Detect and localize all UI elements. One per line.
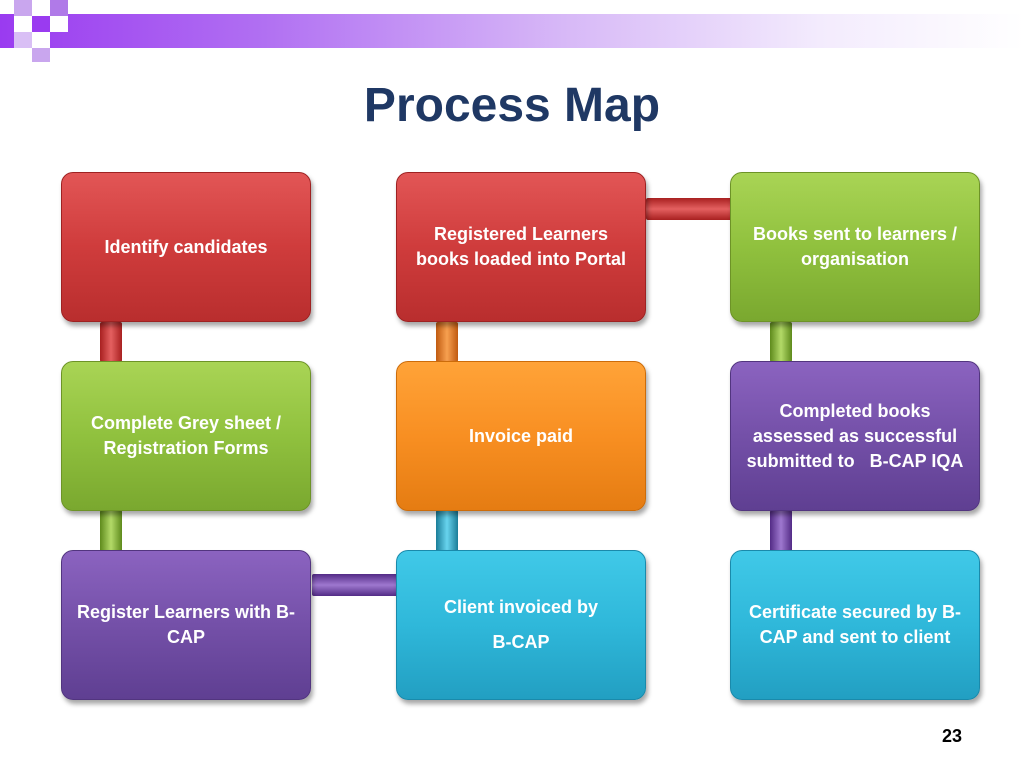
step-client-invoiced: Client invoiced by B-CAP — [396, 550, 646, 700]
step-label: Register Learners with B-CAP — [76, 602, 296, 647]
decor-square — [32, 32, 50, 48]
decor-square — [32, 48, 50, 62]
step-label: Completed books assessed as successful s… — [746, 400, 964, 471]
connector — [436, 322, 458, 362]
step-label: Client invoiced by — [443, 597, 599, 617]
header-band — [0, 14, 1024, 48]
step-certificate-secured: Certificate secured by B-CAP and sent to… — [730, 550, 980, 700]
connector — [312, 574, 398, 596]
step-label: Invoice paid — [468, 425, 574, 446]
step-identify-candidates: Identify candidates — [61, 172, 311, 322]
decor-square — [14, 0, 32, 16]
step-label: B-CAP — [492, 632, 550, 652]
decor-square — [14, 16, 32, 32]
decor-square — [32, 0, 50, 16]
step-label: Certificate secured by B-CAP and sent to… — [748, 602, 962, 647]
decor-square — [50, 0, 68, 16]
step-register-learners: Register Learners with B-CAP — [61, 550, 311, 700]
step-label: Complete Grey sheet / Registration Forms — [90, 413, 282, 458]
step-label: Identify candidates — [104, 236, 268, 257]
connector — [770, 510, 792, 552]
step-label: Books sent to learners / organisation — [752, 224, 958, 269]
step-label: Registered Learners books loaded into Po… — [415, 224, 626, 269]
step-invoice-paid: Invoice paid — [396, 361, 646, 511]
step-books-sent: Books sent to learners / organisation — [730, 172, 980, 322]
connector — [770, 322, 792, 362]
step-books-loaded: Registered Learners books loaded into Po… — [396, 172, 646, 322]
step-complete-grey-sheet: Complete Grey sheet / Registration Forms — [61, 361, 311, 511]
connector — [100, 510, 122, 552]
page-number: 23 — [941, 726, 962, 746]
step-completed-books: Completed books assessed as successful s… — [730, 361, 980, 511]
decor-square — [32, 16, 50, 32]
connector — [100, 322, 122, 362]
connector — [436, 510, 458, 552]
page-title: Process Map — [363, 79, 661, 132]
decor-square — [50, 16, 68, 32]
decor-square — [14, 32, 32, 48]
connector — [646, 198, 732, 220]
